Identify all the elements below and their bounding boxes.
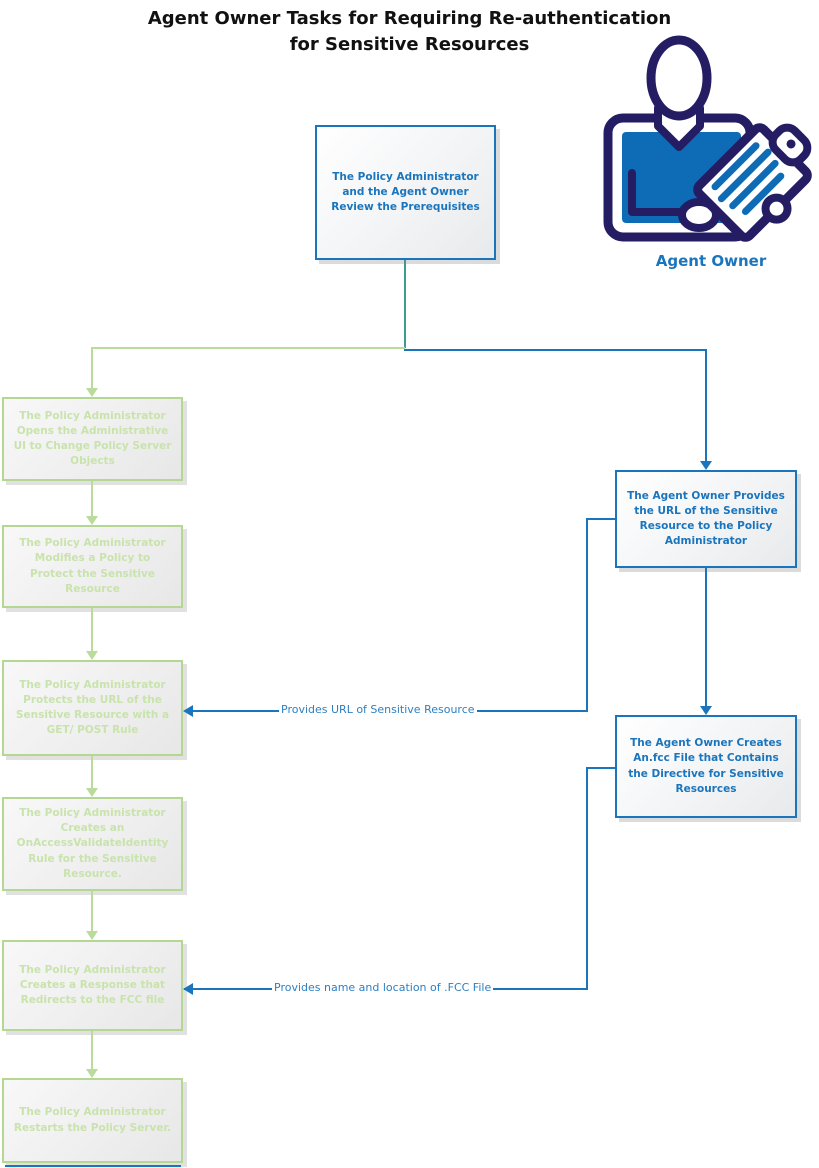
arrowhead-into-right-1 [700,461,712,470]
node-restarts-policy-server-label: The Policy Administrator Restarts the Po… [13,1106,172,1134]
node-opens-admin-ui: The Policy Administrator Opens the Admin… [2,397,183,481]
agent-owner-label: Agent Owner [655,252,767,270]
node-protects-url-label: The Policy Administrator Protects the UR… [15,678,170,737]
connector-right-1-2 [705,568,707,707]
connector-branch-right [404,349,707,351]
connector-left-4-5 [91,891,93,932]
connector-branch-right-down [705,349,707,461]
connector-left-3-4 [91,756,93,789]
node-creates-onaccess-rule-label: The Policy Administrator Creates an OnAc… [16,806,169,880]
node-creates-response-label: The Policy Administrator Creates a Respo… [19,963,166,1007]
node-creates-onaccess-rule: The Policy Administrator Creates an OnAc… [2,797,183,891]
node-modifies-policy-label: The Policy Administrator Modifies a Poli… [19,537,166,595]
agent-owner-icon [596,34,819,253]
connector-branch-left [91,347,405,349]
node-provides-url-label: The Agent Owner Provides the URL of the … [627,489,785,548]
edge-label-provides-fcc: Provides name and location of .FCC File [272,981,494,994]
diagram-title-line2: for Sensitive Resources [289,34,530,56]
arrowhead-into-left-5 [86,931,98,940]
connector-start-down [404,260,406,348]
connector-branch-left-down [91,347,93,389]
connector-left-1-2 [91,481,93,517]
connector-bottom-cutoff [5,1165,181,1167]
connector-url-down [586,518,588,712]
arrowhead-into-left-3 [86,651,98,660]
diagram-title-line1: Agent Owner Tasks for Requiring Re-authe… [147,8,672,29]
connector-fcc-exit [586,767,615,769]
node-protects-url: The Policy Administrator Protects the UR… [2,660,183,756]
node-review-prerequisites-label: The Policy Administrator and the Agent O… [331,170,480,214]
node-opens-admin-ui-label: The Policy Administrator Opens the Admin… [13,409,172,468]
arrowhead-into-right-2 [700,706,712,715]
arrowhead-into-left-1 [86,388,98,397]
arrowhead-into-left-6 [86,1069,98,1078]
node-restarts-policy-server: The Policy Administrator Restarts the Po… [2,1078,183,1163]
connector-url-exit [586,518,615,520]
connector-left-2-3 [91,608,93,652]
arrowhead-into-left-2 [86,516,98,525]
node-creates-fcc-file-label: The Agent Owner Creates An.fcc File that… [628,737,784,795]
connector-fcc-down [586,767,588,990]
node-provides-url: The Agent Owner Provides the URL of the … [615,470,797,568]
node-creates-fcc-file: The Agent Owner Creates An.fcc File that… [615,715,797,818]
arrowhead-into-left-4 [86,788,98,797]
arrowhead-fcc-into-left-5 [183,983,193,995]
arrowhead-url-into-left-3 [183,705,193,717]
connector-left-5-6 [91,1031,93,1070]
node-review-prerequisites: The Policy Administrator and the Agent O… [315,125,496,260]
node-creates-response: The Policy Administrator Creates a Respo… [2,940,183,1031]
edge-label-provides-url: Provides URL of Sensitive Resource [279,703,477,716]
node-modifies-policy: The Policy Administrator Modifies a Poli… [2,525,183,608]
diagram-title: Agent Owner Tasks for Requiring Re-authe… [0,6,819,58]
